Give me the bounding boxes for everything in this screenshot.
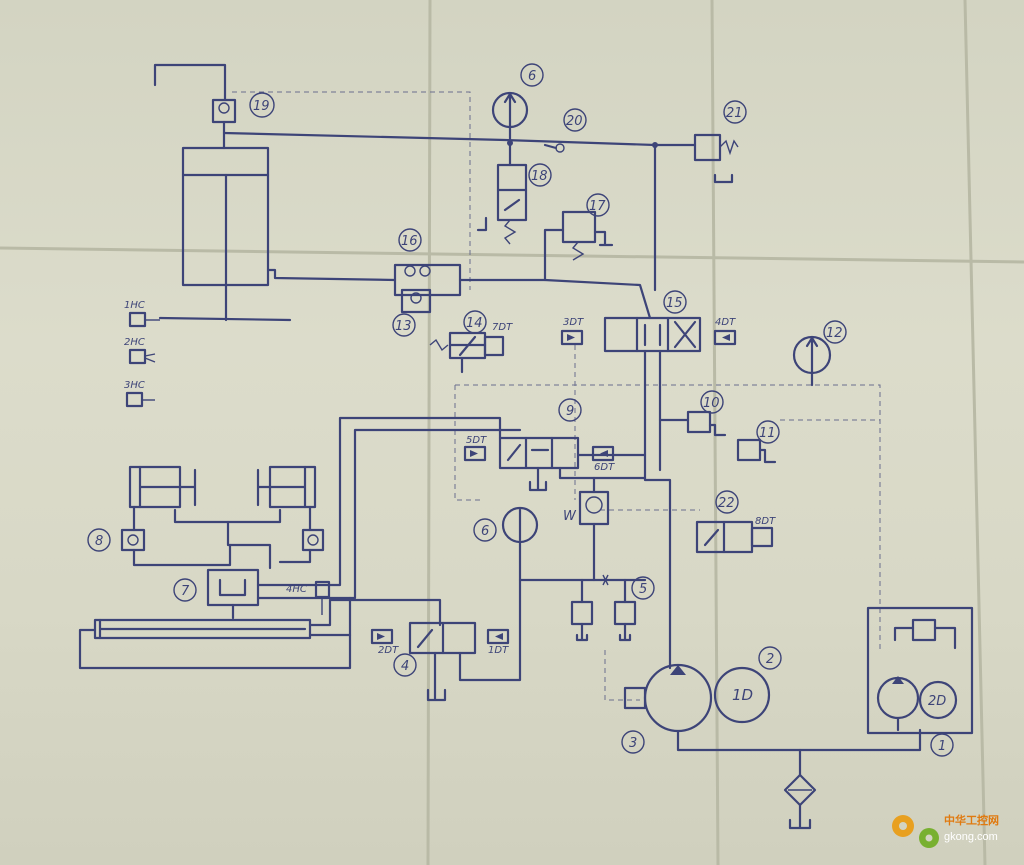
label-9: 9: [566, 404, 574, 419]
label-5dt: 5DT: [466, 435, 487, 446]
label-15: 15: [666, 296, 683, 311]
limit-switch-2hc: [128, 348, 147, 365]
label-11: 11: [759, 426, 776, 441]
valve-7: [206, 568, 260, 607]
valve-5-left: [570, 600, 594, 626]
label-4: 4: [401, 659, 409, 674]
label-4hc: 4HC: [286, 584, 307, 595]
label-4dt: 4DT: [715, 317, 736, 328]
relief-valve-17: [561, 210, 597, 244]
limit-switch-group: [125, 311, 160, 408]
valve-13: [400, 288, 432, 314]
component-10: [686, 410, 712, 434]
motor-2d: [918, 680, 958, 720]
valve-5-right: [613, 600, 637, 626]
label-1hc: 1HC: [124, 300, 145, 311]
label-1d: 1D: [732, 686, 753, 704]
label-1dt: 1DT: [488, 645, 509, 656]
label-2: 2: [766, 652, 774, 667]
label-6-top: 6: [528, 69, 536, 84]
label-22: 22: [718, 496, 735, 511]
watermark-name: 中华工控网: [944, 813, 999, 827]
label-8: 8: [95, 534, 103, 549]
check-valve-20: [555, 143, 565, 153]
left-circuit: [78, 416, 647, 702]
label-19: 19: [253, 99, 270, 114]
label-16: 16: [401, 234, 418, 249]
motor-1d: [713, 666, 771, 724]
label-6dt: 6DT: [594, 462, 615, 473]
label-6-lower: 6: [481, 524, 489, 539]
solenoid-labels: 2DT 1DT 3DT 4DT 5DT 6DT 7DT 8DT 1D 2D 1H…: [124, 300, 946, 709]
top-circuit: [153, 63, 832, 670]
label-2d: 2D: [928, 694, 946, 709]
component-11: [736, 438, 762, 462]
label-12: 12: [826, 326, 843, 341]
pressure-switch-21: [693, 133, 722, 162]
label-5: 5: [639, 582, 647, 597]
aux-pump-box: [866, 606, 974, 735]
label-3hc: 3HC: [124, 380, 145, 391]
label-14: 14: [466, 316, 483, 331]
label-w: W: [563, 509, 577, 524]
label-20: 20: [566, 114, 583, 129]
label-1: 1: [938, 739, 946, 754]
watermark: 中华工控网 gkong.com: [892, 813, 999, 848]
label-21: 21: [726, 106, 743, 121]
label-7: 7: [181, 584, 190, 599]
label-7dt: 7DT: [492, 322, 513, 333]
label-2hc: 2HC: [124, 337, 145, 348]
label-10: 10: [703, 396, 720, 411]
check-valve-8-left: [120, 528, 146, 552]
label-3dt: 3DT: [563, 317, 584, 328]
pump-station: [623, 606, 974, 830]
limit-switch-3hc: [125, 391, 144, 408]
main-valve-15: [603, 316, 702, 353]
label-3: 3: [629, 736, 637, 751]
component-labels: 19 6 20 21 18 17 16 13 14 15 12 10 11 9 …: [87, 63, 954, 757]
pilot-dashed-lines: [232, 91, 881, 701]
valve-18: [496, 163, 528, 222]
label-18: 18: [531, 169, 548, 184]
label-13: 13: [395, 319, 412, 334]
label-2dt: 2DT: [378, 645, 399, 656]
label-8dt: 8DT: [755, 516, 776, 527]
watermark-url: gkong.com: [944, 831, 998, 843]
limit-switch-1hc: [128, 311, 147, 328]
valve-9: [498, 436, 580, 470]
label-17: 17: [589, 199, 606, 214]
check-valve-8-right: [301, 528, 325, 552]
